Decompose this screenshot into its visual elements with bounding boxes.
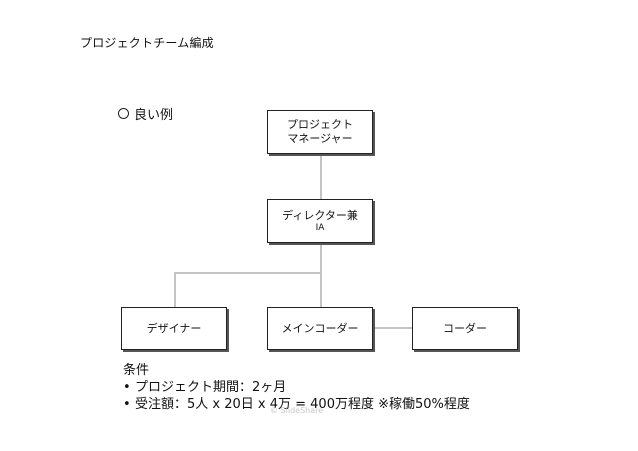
bullet: • [123,397,131,412]
circle-icon [118,108,129,119]
page-title: プロジェクトチーム編成 [80,36,214,50]
connector-horizontal-designer [174,272,322,274]
condition-item: • プロジェクト期間：2ヶ月 [123,379,470,396]
connector-designer-drop [174,272,176,308]
good-example-label: 良い例 [118,104,173,123]
node-main-coder: メインコーダー [267,307,373,350]
conditions-heading: 条件 [123,363,150,378]
bullet: • [123,380,131,395]
node-designer: デザイナー [121,307,227,350]
node-coder: コーダー [412,307,518,350]
connector-main-coder-coder [373,327,419,329]
condition-text: 受注額：5人 x 20日 x 4万 = 400万程度 ※稼働50%程度 [135,397,470,412]
node-designer-label: デザイナー [146,321,202,335]
node-coder-label: コーダー [443,321,487,335]
node-director-line1: ディレクター兼 [282,208,358,222]
node-project-manager: プロジェクト マネージャー [267,110,373,154]
node-main-coder-label: メインコーダー [281,321,359,335]
watermark: © SlideShare [270,406,324,415]
connector-director-main-coder [320,242,322,308]
condition-text: プロジェクト期間：2ヶ月 [135,380,287,395]
node-director-line2: IA [315,222,325,233]
node-project-manager-line2: マネージャー [287,132,353,145]
connector-pm-director [320,154,322,200]
node-project-manager-line1: プロジェクト [287,118,353,131]
good-example-text: 良い例 [134,108,174,123]
condition-item: • 受注額：5人 x 20日 x 4万 = 400万程度 ※稼働50%程度 [123,396,470,413]
conditions-block: 条件 • プロジェクト期間：2ヶ月 • 受注額：5人 x 20日 x 4万 = … [123,362,470,413]
node-director-ia: ディレクター兼 IA [267,199,373,243]
